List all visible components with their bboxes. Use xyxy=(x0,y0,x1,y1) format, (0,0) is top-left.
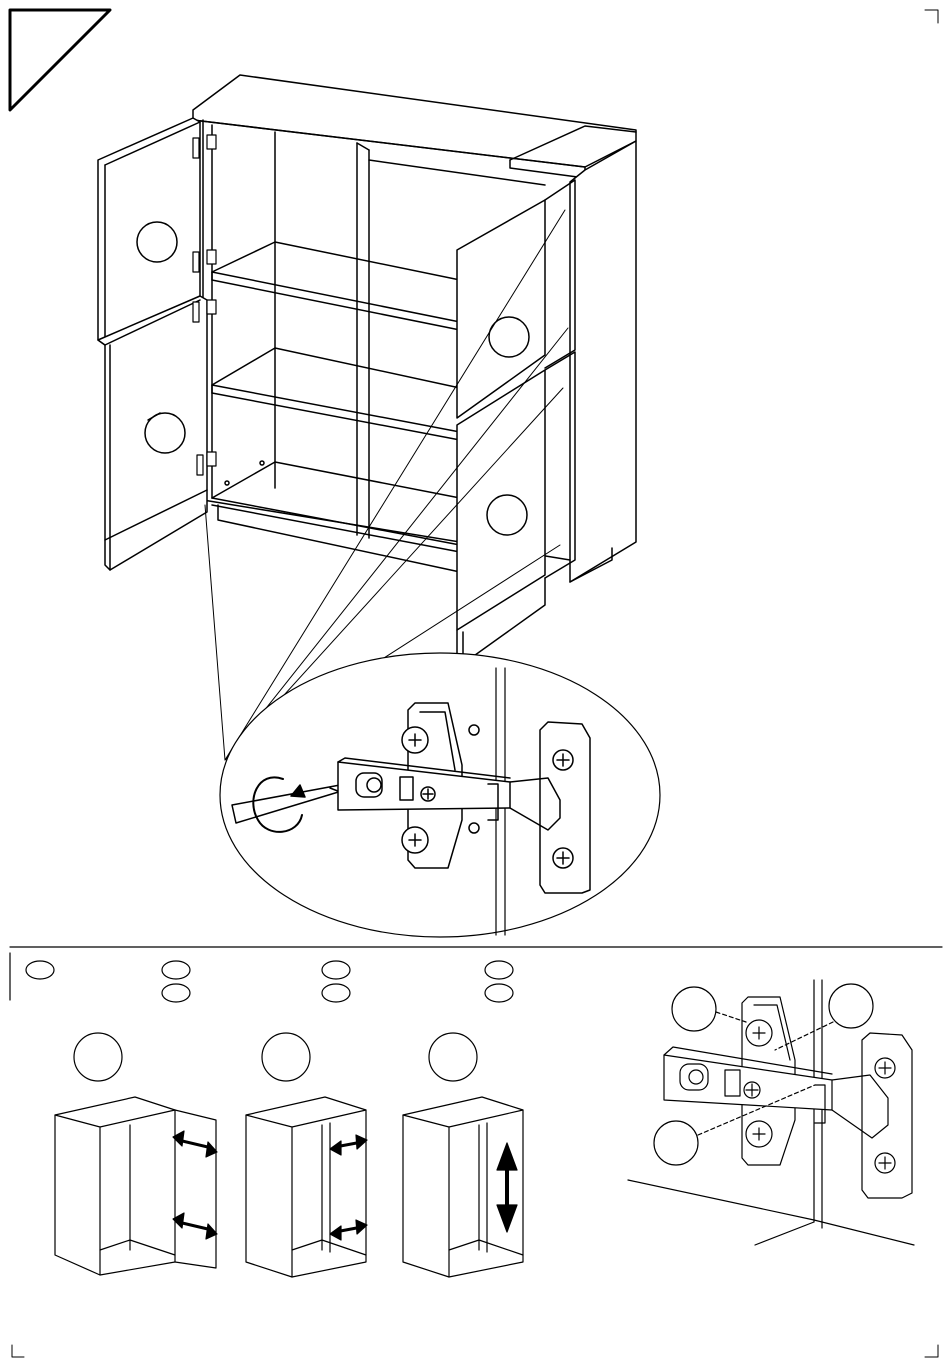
adjust-view-side xyxy=(246,1097,367,1277)
hinge-screws-closeup xyxy=(628,980,914,1245)
step-marker-triangle xyxy=(10,10,110,110)
left-door-lower xyxy=(98,296,207,570)
cabinet-illustration xyxy=(98,75,636,668)
part-circles-header xyxy=(26,961,513,1002)
adjust-view-depth xyxy=(55,1097,217,1275)
right-door-upper xyxy=(457,180,575,418)
adjust-view-height xyxy=(403,1097,523,1277)
hinge-detail-callout xyxy=(220,653,660,937)
adjustment-section xyxy=(10,947,942,1277)
